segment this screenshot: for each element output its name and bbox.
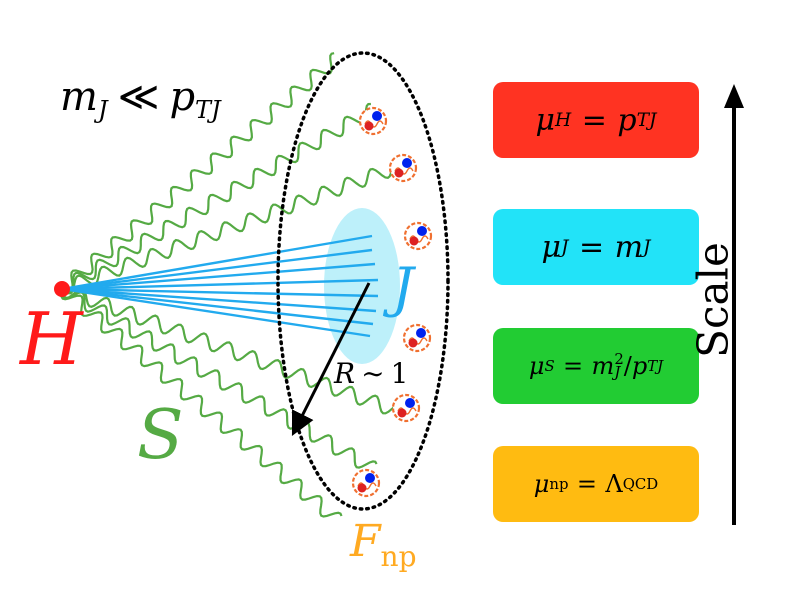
box-soft-base: μ — [528, 352, 545, 380]
jet-line — [61, 287, 371, 338]
box-np-sub: np — [549, 475, 569, 493]
jet-cone-region — [324, 208, 400, 364]
radius-val: 1 — [391, 357, 409, 390]
box-jet-eq: = — [578, 229, 605, 265]
scale-axis-label: Scale — [688, 242, 738, 358]
box-hard-base: μ — [535, 102, 556, 138]
fnp-label: Fnp — [349, 516, 417, 573]
jet-collinear-lines — [61, 234, 379, 338]
jet-line — [61, 278, 379, 291]
box-soft-div: / — [623, 352, 632, 380]
box-np-eq: = — [576, 470, 597, 498]
hadron-blob — [388, 153, 418, 183]
box-jet-rhs: m — [614, 229, 644, 265]
box-soft-rhs-sup: 2 — [614, 349, 624, 368]
radius-label: R∼1 — [333, 357, 408, 390]
condition-p-sub: TJ — [195, 96, 222, 124]
condition-p: p — [169, 74, 195, 120]
soft-label: S — [137, 396, 184, 475]
jet-line — [61, 287, 379, 298]
box-hard-sub: H — [555, 109, 572, 131]
jet-boundary-ellipse — [276, 51, 450, 511]
hard-vertex-dot — [54, 281, 70, 297]
box-jet-sub: J — [560, 236, 569, 258]
box-jet-base: μ — [541, 229, 561, 265]
condition-rel: ≪ — [118, 74, 160, 120]
box-jet-rhs-sub: J — [643, 236, 651, 258]
box-np-base: μ — [533, 470, 550, 498]
soft-gluon-line — [61, 158, 399, 295]
condition-label: mJ≪pTJ — [60, 74, 222, 124]
soft-gluon-line — [61, 102, 371, 294]
jet-line — [61, 262, 376, 291]
jet-line — [61, 248, 373, 291]
hadron-blob — [351, 468, 381, 498]
box-hard-eq: = — [581, 102, 607, 138]
box-soft-rhs: m — [591, 352, 615, 380]
hadron-blob — [358, 106, 388, 136]
hadron-group — [351, 106, 433, 498]
jet-line — [61, 287, 377, 313]
jet-line — [61, 287, 374, 326]
condition-m: m — [60, 74, 98, 120]
box-np-rhs-sub: QCD — [622, 475, 659, 493]
soft-gluon-line — [61, 52, 335, 293]
hadron-blob — [391, 393, 421, 423]
hadron-blob — [403, 221, 433, 251]
hadron-blob — [402, 323, 432, 353]
box-soft-eq: = — [563, 352, 584, 380]
fnp-sub: np — [381, 540, 417, 573]
fnp-base: F — [349, 516, 382, 567]
jet-line — [61, 234, 373, 291]
box-np-rhs: Λ — [605, 470, 623, 498]
box-soft-sub: S — [544, 357, 555, 375]
soft-gluon-group — [60, 52, 404, 518]
box-soft-rhs2-sub: TJ — [647, 357, 664, 375]
radius-rel: ∼ — [361, 357, 384, 390]
box-soft-rhs-sub: J — [614, 363, 621, 381]
soft-gluon-line — [60, 287, 404, 415]
soft-gluon-line — [60, 288, 343, 518]
soft-gluon-line — [60, 288, 378, 469]
box-hard-rhs-sub: TJ — [636, 109, 657, 131]
hard-label: H — [18, 297, 84, 381]
radius-arrow — [291, 282, 371, 437]
box-soft-rhs2: p — [631, 352, 648, 380]
box-hard-rhs: p — [617, 102, 637, 138]
radius-base: R — [333, 357, 355, 390]
